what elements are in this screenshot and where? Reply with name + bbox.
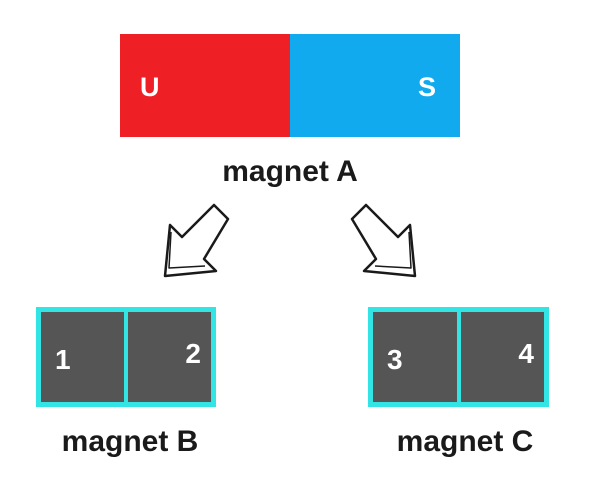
magnet-b-right-half: 2	[124, 312, 211, 402]
magnet-b-number-1: 1	[55, 344, 71, 375]
magnet-c-number-4: 4	[518, 338, 534, 369]
magnet-c: 3 4	[368, 307, 549, 407]
magnet-a-left-pole-label: U	[140, 72, 160, 102]
magnet-c-left-half: 3	[373, 312, 457, 402]
magnet-c-right-half: 4	[456, 312, 544, 402]
magnet-a-left-pole: U	[120, 34, 290, 137]
arrow-down-left-icon	[163, 203, 230, 278]
magnet-a-caption: magnet A	[222, 155, 358, 188]
magnet-c-caption: magnet C	[396, 425, 534, 458]
magnet-b: 1 2	[36, 307, 216, 407]
magnet-a: U S	[120, 34, 460, 137]
magnet-c-number-3: 3	[387, 344, 403, 375]
magnet-a-right-pole: S	[290, 34, 460, 137]
magnet-b-caption: magnet B	[61, 425, 199, 458]
magnet-b-left-half: 1	[41, 312, 124, 402]
magnet-b-number-2: 2	[185, 338, 201, 369]
magnet-a-right-pole-label: S	[417, 72, 436, 102]
arrow-down-right-icon	[350, 203, 417, 278]
